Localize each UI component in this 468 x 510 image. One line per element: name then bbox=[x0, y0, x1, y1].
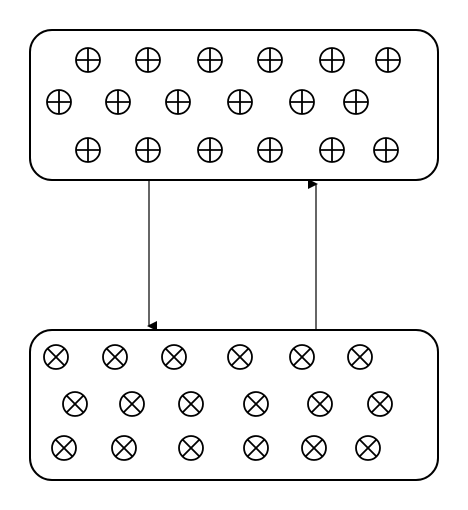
circle-plus-icon bbox=[105, 89, 131, 115]
circle-cross-icon bbox=[51, 435, 77, 461]
circle-cross-icon bbox=[289, 344, 315, 370]
circle-plus-icon bbox=[197, 137, 223, 163]
circle-cross-icon bbox=[347, 344, 373, 370]
bottom-box bbox=[29, 329, 439, 481]
circle-plus-icon bbox=[375, 47, 401, 73]
circle-plus-icon bbox=[257, 137, 283, 163]
circle-cross-icon bbox=[111, 435, 137, 461]
circle-plus-icon bbox=[343, 89, 369, 115]
circle-cross-icon bbox=[227, 344, 253, 370]
circle-plus-icon bbox=[46, 89, 72, 115]
boxes-layer bbox=[29, 29, 439, 481]
circle-plus-icon bbox=[289, 89, 315, 115]
circle-plus-icon bbox=[319, 47, 345, 73]
circle-plus-icon bbox=[257, 47, 283, 73]
circle-cross-icon bbox=[119, 391, 145, 417]
bottom-box-border bbox=[29, 329, 439, 481]
circle-plus-icon bbox=[373, 137, 399, 163]
circle-plus-icon bbox=[75, 137, 101, 163]
circle-plus-icon bbox=[165, 89, 191, 115]
circle-cross-icon bbox=[367, 391, 393, 417]
circle-cross-icon bbox=[243, 435, 269, 461]
circle-cross-icon bbox=[307, 391, 333, 417]
top-box-border bbox=[29, 29, 439, 181]
circle-plus-icon bbox=[135, 137, 161, 163]
circle-cross-icon bbox=[355, 435, 381, 461]
circle-cross-icon bbox=[301, 435, 327, 461]
circle-cross-icon bbox=[243, 391, 269, 417]
arrows-layer bbox=[147, 179, 318, 331]
circle-plus-icon bbox=[75, 47, 101, 73]
circle-cross-icon bbox=[102, 344, 128, 370]
circle-plus-icon bbox=[319, 137, 345, 163]
circle-cross-icon bbox=[43, 344, 69, 370]
circle-plus-icon bbox=[197, 47, 223, 73]
circle-cross-icon bbox=[178, 435, 204, 461]
circle-cross-icon bbox=[62, 391, 88, 417]
circle-cross-icon bbox=[178, 391, 204, 417]
circle-plus-icon bbox=[135, 47, 161, 73]
circle-plus-icon bbox=[227, 89, 253, 115]
circle-cross-icon bbox=[161, 344, 187, 370]
top-box bbox=[29, 29, 439, 181]
